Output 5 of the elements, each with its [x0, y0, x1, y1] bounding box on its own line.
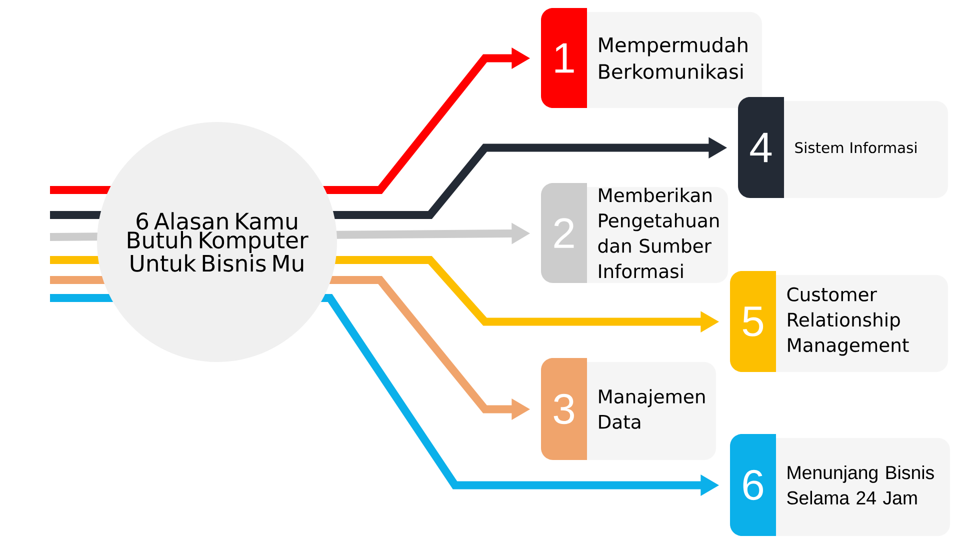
- numbered-card: 1 Mempermudah Berkomunikasi: [541, 8, 762, 108]
- numbered-card: 4 Sistem Informasi: [738, 97, 948, 198]
- numbered-card: 6 Menunjang Bisnis Selama 24 Jam: [730, 434, 950, 536]
- numbered-card: 5 Customer Relationship Management: [730, 271, 948, 372]
- numbered-card: 3 Manajemen Data: [541, 358, 716, 460]
